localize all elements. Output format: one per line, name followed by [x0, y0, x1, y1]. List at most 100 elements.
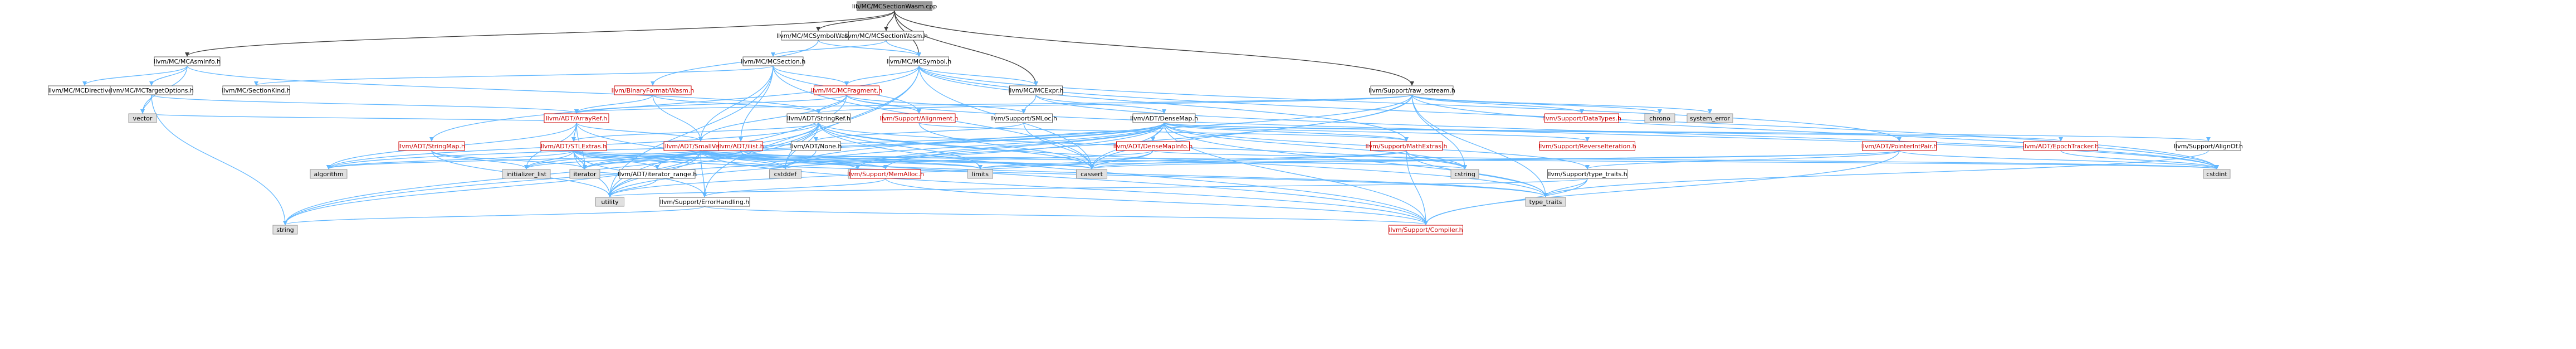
- node-type-traits: type_traits: [1525, 197, 1566, 207]
- node-iterator-range[interactable]: llvm/ADT/iterator_range.h: [618, 169, 697, 179]
- node-mcasminfo[interactable]: llvm/MC/MCAsmInfo.h: [154, 56, 221, 66]
- edge-rawostream-to-chrono: [1411, 94, 1662, 114]
- edge-rawostream-to-type_traits: [1411, 94, 1548, 197]
- edge-arrayref-to-vector: [140, 113, 577, 123]
- node-stringref[interactable]: llvm/ADT/StringRef.h: [786, 113, 851, 123]
- node-reverseiteration[interactable]: llvm/Support/ReverseIteration.h: [1538, 141, 1636, 151]
- node-box: [544, 113, 609, 123]
- node-box: [2176, 141, 2241, 151]
- edge-root-to-mcexpr: [894, 10, 1038, 86]
- edge-mcsectionwasm-to-mcsection: [771, 40, 887, 57]
- node-alignof[interactable]: llvm/Support/AlignOf.h: [2174, 141, 2243, 151]
- node-box: [619, 169, 696, 179]
- node-stlextras[interactable]: llvm/ADT/STLExtras.h: [540, 141, 607, 151]
- edge-mcsymbolwasm-to-mcsymbol: [818, 40, 921, 57]
- edge-ilist-to-iterator: [583, 150, 741, 169]
- node-label: string: [276, 226, 294, 234]
- node-mcsectionwasm[interactable]: llvm/MC/MCSectionWasm.h: [844, 31, 928, 41]
- edge-densemap-to-initializer_list: [524, 122, 1165, 169]
- edge-binaryformatwasm-to-arrayref: [574, 94, 653, 114]
- node-label: llvm/Support/Alignment.h: [879, 115, 958, 122]
- edge-arrayref-to-compiler: [576, 122, 1428, 225]
- node-stringmap[interactable]: llvm/ADT/StringMap.h: [398, 141, 465, 151]
- edge-alignment-to-cassert: [918, 122, 1094, 169]
- node-box: [222, 85, 290, 95]
- node-label: llvm/ADT/ArrayRef.h: [546, 115, 608, 122]
- node-mcsymbolwasm[interactable]: llvm/MC/MCSymbolWasm.h: [776, 31, 860, 41]
- node-label: initializer_list: [506, 171, 547, 178]
- node-errorhandling[interactable]: llvm/Support/ErrorHandling.h: [659, 197, 750, 207]
- edge-memalloc-to-compiler: [885, 178, 1428, 225]
- node-memalloc[interactable]: llvm/Support/MemAlloc.h: [847, 169, 924, 179]
- edge-mcexpr-to-smloc: [1021, 94, 1037, 114]
- node-densemapinfo[interactable]: llvm/ADT/DenseMapInfo.h: [1113, 141, 1193, 151]
- node-arrayref[interactable]: llvm/ADT/ArrayRef.h: [544, 113, 609, 123]
- node-alignment[interactable]: llvm/Support/Alignment.h: [879, 113, 959, 123]
- node-sectionkind[interactable]: llvm/MC/SectionKind.h: [222, 85, 291, 95]
- node-label: iterator: [574, 171, 597, 178]
- node-label: llvm/Support/SMLoc.h: [990, 115, 1057, 122]
- edge-root-to-rawostream: [894, 10, 1414, 86]
- edge-mcfragment-to-cstdint: [846, 94, 2219, 169]
- edge-stlextras-to-cstddef: [573, 150, 788, 169]
- node-box: [2203, 169, 2231, 179]
- edge-mcsectionwasm-to-mcsymbol: [886, 40, 921, 57]
- edge-root-to-mcasminfo: [185, 10, 895, 57]
- node-cstring: cstring: [1450, 169, 1479, 179]
- edge-mctargetoptions-to-string: [151, 94, 287, 225]
- node-box: [1450, 169, 1479, 179]
- node-ilist[interactable]: llvm/ADT/ilist.h: [717, 141, 764, 151]
- edge-mathextras-to-compiler: [1406, 150, 1428, 225]
- node-mcfragment[interactable]: llvm/MC/MCFragment.h: [811, 85, 882, 95]
- node-box: [502, 169, 551, 179]
- node-compiler[interactable]: llvm/Support/Compiler.h: [1389, 225, 1463, 235]
- node-rawostream[interactable]: llvm/Support/raw_ostream.h: [1368, 85, 1455, 95]
- node-label: algorithm: [314, 171, 343, 178]
- edge-rawostream-to-cstdint: [1411, 94, 2219, 169]
- edge-stlextras-to-algorithm: [326, 150, 574, 169]
- node-smloc[interactable]: llvm/Support/SMLoc.h: [990, 113, 1057, 123]
- edge-mctargetoptions-to-arrayref: [151, 94, 579, 114]
- node-label: llvm/MC/MCSymbolWasm.h: [776, 32, 860, 40]
- node-pointerintpair[interactable]: llvm/ADT/PointerIntPair.h: [1861, 141, 1938, 151]
- node-mathextras[interactable]: llvm/Support/MathExtras.h: [1366, 141, 1448, 151]
- node-system-error: system_error: [1687, 113, 1733, 123]
- node-box: [398, 141, 465, 151]
- node-densemap[interactable]: llvm/ADT/DenseMap.h: [1130, 113, 1198, 123]
- node-typetraits-support[interactable]: llvm/Support/type_traits.h: [1547, 169, 1627, 179]
- node-label: lib/MC/MCSectionWasm.cpp: [852, 3, 937, 10]
- edge-mcsymbol-to-mcfragment: [844, 65, 920, 86]
- node-mcdirectives[interactable]: llvm/MC/MCDirectives.h: [48, 85, 121, 95]
- node-label: llvm/BinaryFormat/Wasm.h: [612, 87, 695, 94]
- node-label: llvm/ADT/EpochTracker.h: [2023, 143, 2099, 150]
- edge-mcsection-to-sectionkind: [254, 65, 774, 86]
- edge-mcsection-to-ilist: [739, 65, 774, 142]
- edge-stringmap-to-initializer_list: [431, 150, 529, 169]
- node-root[interactable]: lib/MC/MCSectionWasm.cpp: [852, 1, 937, 11]
- node-algorithm: algorithm: [310, 169, 348, 179]
- node-mcsection[interactable]: llvm/MC/MCSection.h: [741, 56, 805, 66]
- node-mcsymbol[interactable]: llvm/MC/MCSymbol.h: [887, 56, 952, 66]
- edge-stringref-to-utility: [608, 122, 819, 197]
- node-label: llvm/MC/MCDirectives.h: [48, 87, 121, 94]
- node-mctargetoptions[interactable]: llvm/MC/MCTargetOptions.h: [109, 85, 194, 95]
- edge-densemapinfo-to-cstdint: [1152, 150, 2219, 169]
- edge-binaryformatwasm-to-stringref: [652, 94, 821, 114]
- node-mcexpr[interactable]: llvm/MC/MCExpr.h: [1008, 85, 1064, 95]
- node-box: [659, 197, 750, 207]
- edge-densemap-to-alignof: [1164, 122, 2211, 142]
- edge-smallvector-to-type_traits: [700, 150, 1548, 197]
- node-adtnone[interactable]: llvm/ADT/None.h: [790, 141, 842, 151]
- node-label: cstdint: [2206, 171, 2227, 178]
- node-vector: vector: [128, 113, 157, 123]
- edge-mcfragment-to-arrayref: [574, 94, 847, 114]
- node-box: [110, 85, 193, 95]
- node-datatypes[interactable]: llvm/Support/DataTypes.h: [1542, 113, 1621, 123]
- node-box: [1116, 141, 1190, 151]
- edge-densemapinfo-to-cstddef: [783, 150, 1153, 169]
- edge-root-to-mcsymbolwasm: [816, 10, 895, 31]
- node-binaryformatwasm[interactable]: llvm/BinaryFormat/Wasm.h: [612, 85, 695, 95]
- edge-stlextras-to-type_traits: [573, 150, 1548, 197]
- node-label: llvm/ADT/PointerIntPair.h: [1861, 143, 1938, 150]
- node-epochtracker[interactable]: llvm/ADT/EpochTracker.h: [2023, 141, 2099, 151]
